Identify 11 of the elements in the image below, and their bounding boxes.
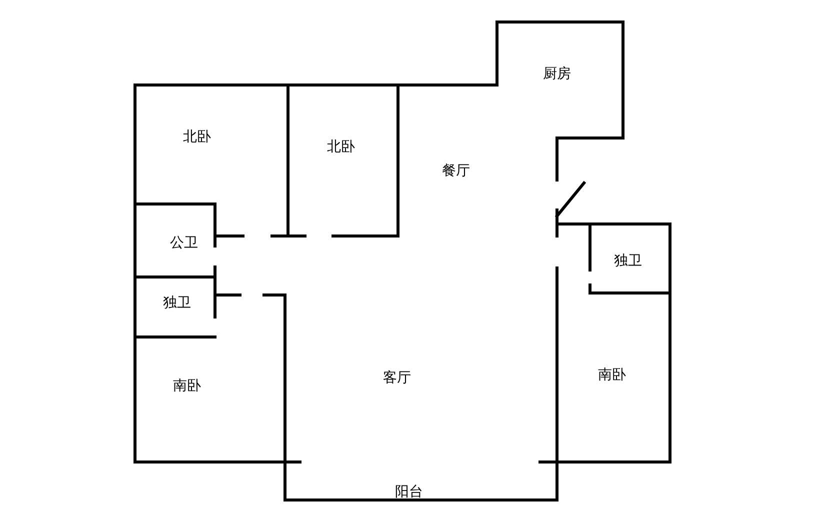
room-label: 北卧 (183, 130, 211, 144)
room-label: 独卫 (163, 296, 191, 310)
room-label: 独卫 (614, 254, 642, 268)
room-label: 南卧 (173, 379, 201, 393)
room-label: 餐厅 (442, 164, 470, 178)
room-label: 阳台 (395, 485, 423, 499)
room-label: 北卧 (327, 140, 355, 154)
room-label: 南卧 (598, 368, 626, 382)
room-label: 公卫 (170, 236, 198, 250)
room-label: 客厅 (383, 371, 411, 385)
room-label: 厨房 (543, 67, 571, 81)
